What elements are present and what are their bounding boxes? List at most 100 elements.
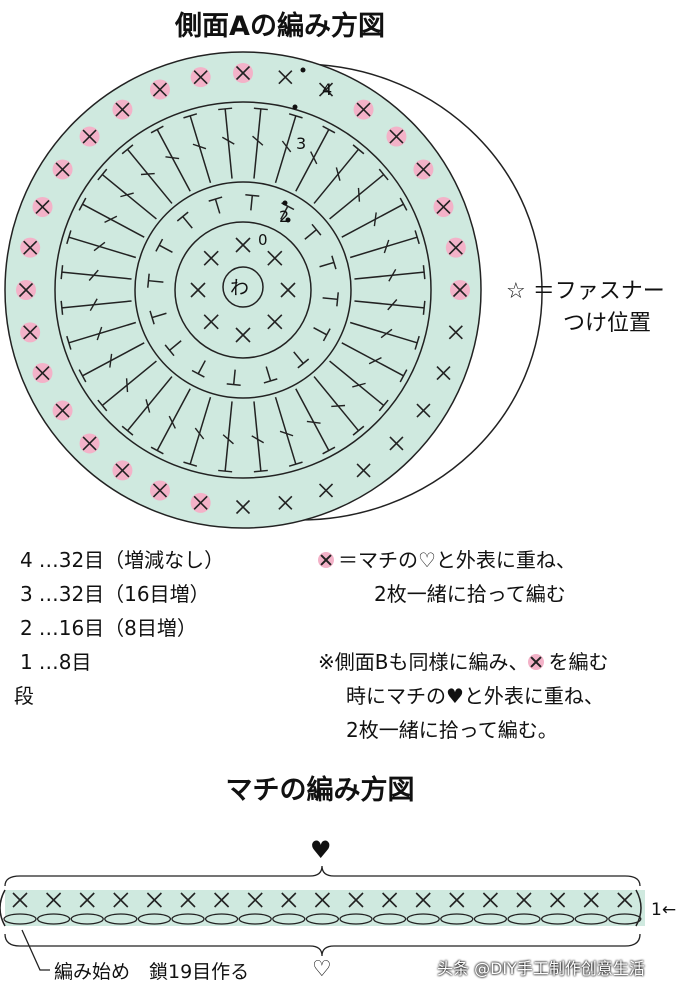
single-crochet-symbol [318,483,334,498]
single-crochet-symbol [82,436,97,451]
single-crochet-symbol [448,325,463,340]
gusset-single-crochet-symbol [516,892,532,908]
double-crochet-symbol [218,401,234,473]
gusset-single-crochet-symbol [449,892,465,908]
chain-stitch-symbol [540,913,575,925]
single-crochet-symbol [278,70,293,85]
half-double-crochet-symbol [226,369,241,386]
half-double-crochet-symbol [149,310,167,325]
gusset-single-crochet-symbol [281,892,297,908]
double-crochet-symbol [121,144,173,204]
half-double-crochet-symbol [208,196,223,214]
single-crochet-symbol [35,365,50,381]
row-entry-1: 1…8目 [20,650,92,674]
single-crochet-symbol [280,282,296,298]
chain-stitch-symbol [406,913,440,925]
single-crochet-symbol [235,237,251,253]
chain-stitch-symbol [70,913,104,925]
single-crochet-symbol [152,483,168,498]
chain-stitch-symbol [171,913,205,925]
single-crochet-symbol [389,436,404,451]
chain-stitch-symbol [3,913,37,925]
single-crochet-symbol [55,403,70,418]
ring-2 [134,181,352,399]
chain-stitch-symbol [305,913,340,925]
single-crochet-symbol [356,463,371,478]
ring-1 [174,221,312,359]
single-crochet-symbol [235,499,251,515]
gusset-single-crochet-symbol [12,892,28,908]
single-crochet-symbol [356,102,371,117]
legend-line1: ＝マチの♡と外表に重ね、 [318,544,576,573]
double-crochet-symbol [295,388,336,455]
legend-note-line2: 時にマチの♥と外表に重ね、 [346,684,604,708]
gusset-band [5,890,645,926]
single-crochet-symbol [23,240,38,255]
gusset-single-crochet-symbol [415,892,431,908]
side-diagram-title: 側面Aの編み方図 [175,11,385,42]
gusset-single-crochet-symbol [146,892,162,908]
half-double-crochet-symbol [245,194,260,211]
half-double-crochet-symbol [147,273,164,288]
row1-label: 0 [258,231,268,249]
double-crochet-symbol [349,230,420,259]
zipper-arc [299,63,543,521]
round-start-dot [282,200,288,206]
gusset-right-edge [635,889,642,927]
double-crochet-symbol [121,376,173,436]
gusset-single-crochet-symbol [583,892,599,908]
double-crochet-symbol [349,321,420,350]
double-crochet-symbol [60,298,132,315]
center-ring-label: わ [230,277,250,299]
chain-stitch-symbol [204,913,239,925]
row4-label: 4 [322,80,333,99]
chain-stitch-symbol [137,913,172,925]
gusset-left-edge [0,889,6,927]
single-crochet-symbol [35,199,50,215]
half-double-crochet-symbol [313,327,331,342]
zipper-note-line1: ☆ ＝ファスナー [506,279,665,304]
single-crochet-symbol [82,129,97,144]
single-crochet-symbol [193,70,208,85]
gusset-single-crochet-symbol [314,892,330,908]
half-double-crochet-symbol [263,366,278,384]
single-crochet-symbol [18,282,34,298]
row2-label: 2 [279,207,290,226]
double-crochet-symbol [78,197,145,238]
row-entry-3: 3…32目（16目増） [20,582,210,606]
single-crochet-symbol [448,240,463,255]
double-crochet-symbol [354,299,426,315]
gusset-single-crochet-symbol [214,892,230,908]
ring-3 [54,101,432,479]
single-crochet-symbol [115,102,130,117]
double-crochet-symbol [183,396,212,467]
single-crochet-symbol [23,325,38,340]
row-entry-2: 2…16目（8目増） [20,616,197,640]
chain-stitch-symbol [507,913,541,925]
gusset-single-crochet-symbol [482,892,498,908]
double-crochet-symbol [313,144,365,204]
single-crochet-symbol [115,463,130,478]
half-double-crochet-symbol [191,360,206,378]
outer-ring [4,51,482,529]
double-crochet-symbol [78,342,145,383]
double-crochet-symbol [274,113,303,184]
single-crochet-symbol [452,282,468,298]
single-crochet-symbol [267,314,283,330]
single-crochet-symbol [55,162,70,177]
double-crochet-symbol [341,342,408,383]
single-crochet-symbol [278,495,293,510]
double-crochet-symbol [150,125,191,192]
single-crochet-symbol [190,282,206,298]
chain-stitch-symbol [238,913,272,925]
filled-heart-icon: ♥ [446,684,464,708]
legend-note-line3: 2枚一緒に拾って編む。 [346,718,558,742]
round-start-dot [292,104,298,110]
start-pointer [21,929,50,971]
row3-label: 3 [296,134,307,153]
row-entry-4: 4…32目（増減なし） [20,548,225,572]
double-crochet-symbol [354,265,426,282]
gusset-row-label: 1← [651,900,677,920]
half-double-crochet-symbol [155,238,173,253]
double-crochet-symbol [150,388,191,455]
